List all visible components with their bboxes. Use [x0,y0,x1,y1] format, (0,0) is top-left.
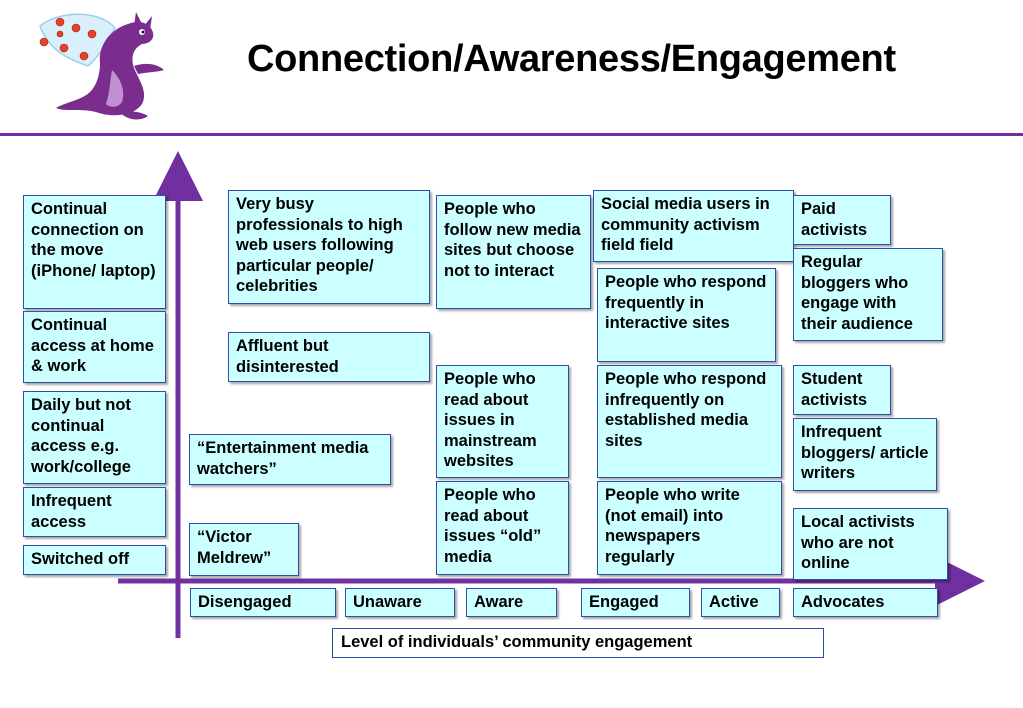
group-infrequent-bloggers: Infrequent bloggers/ article writers [793,418,937,491]
y-level-continual-on-the-move: Continual connection on the move (iPhone… [23,195,166,309]
group-paid-activists: Paid activists [793,195,891,245]
x-level-active: Active [701,588,780,617]
y-level-infrequent-access: Infrequent access [23,487,166,537]
page-title: Connection/Awareness/Engagement [247,38,896,80]
x-level-aware: Aware [466,588,557,617]
x-level-disengaged: Disengaged [190,588,336,617]
group-victor-meldrew: “Victor Meldrew” [189,523,299,576]
y-level-switched-off: Switched off [23,545,166,575]
group-entertainment-watchers: “Entertainment media watchers” [189,434,391,485]
group-read-old-media: People who read about issues “old” media [436,481,569,575]
group-busy-professionals: Very busy professionals to high web user… [228,190,430,304]
title-divider [0,133,1023,136]
group-local-activists: Local activists who are not online [793,508,948,580]
group-respond-frequently: People who respond frequently in interac… [597,268,776,362]
group-student-activists: Student activists [793,365,891,415]
y-level-daily-not-continual: Daily but not continual access e.g. work… [23,391,166,484]
group-regular-bloggers: Regular bloggers who engage with their a… [793,248,943,341]
y-level-continual-home-work: Continual access at home & work [23,311,166,383]
group-affluent: Affluent but disinterested [228,332,430,382]
group-social-media-activism: Social media users in community activism… [593,190,794,262]
x-level-unaware: Unaware [345,588,455,617]
group-read-mainstream: People who read about issues in mainstre… [436,365,569,478]
x-axis-title: Level of individuals’ community engageme… [332,628,824,658]
x-level-engaged: Engaged [581,588,690,617]
group-respond-infrequently: People who respond infrequently on estab… [597,365,782,478]
group-follow-no-interact: People who follow new media sites but ch… [436,195,591,309]
x-level-advocates: Advocates [793,588,938,617]
dragon-mascot-icon [39,12,164,120]
group-write-newspapers: People who write (not email) into newspa… [597,481,782,575]
